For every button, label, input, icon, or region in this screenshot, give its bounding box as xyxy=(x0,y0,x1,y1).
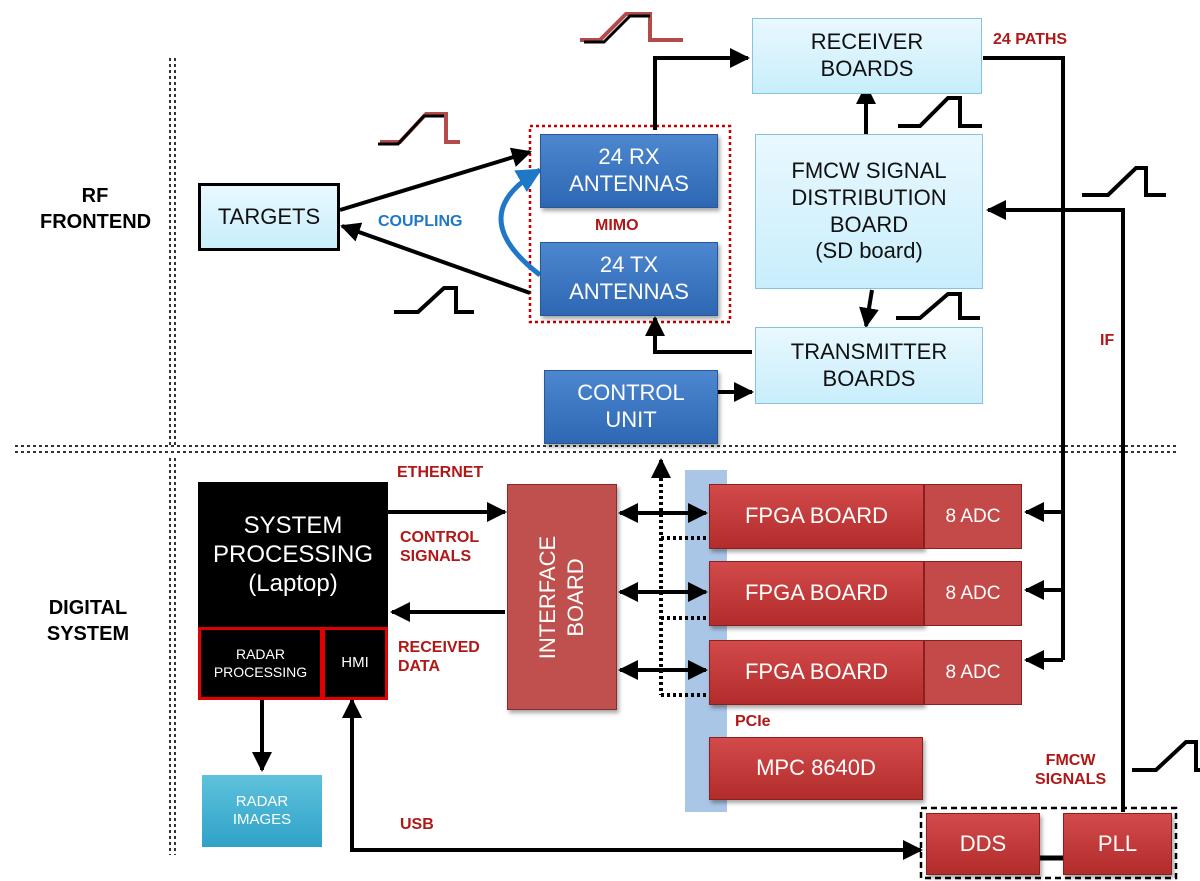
radar-processing-block: RADAR PROCESSING xyxy=(198,627,323,700)
adc-block-1: 8 ADC xyxy=(924,484,1022,549)
fpga-board-3: FPGA BOARD xyxy=(709,640,924,705)
ethernet-label: ETHERNET xyxy=(397,464,484,481)
transmitter-boards-block: TRANSMITTER BOARDS xyxy=(755,327,983,404)
paths-label: 24 PATHS xyxy=(993,31,1068,48)
tx-antennas-block: 24 TX ANTENNAS xyxy=(540,242,718,316)
rx-antennas-block: 24 RX ANTENNAS xyxy=(540,134,718,208)
if-label: IF xyxy=(1100,332,1115,349)
interface-board-block: INTERFACE BOARD xyxy=(507,484,617,710)
rf-frontend-label: RF FRONTEND xyxy=(40,185,152,233)
control-signals-label: CONTROL SIGNALS xyxy=(400,529,480,566)
dds-block: DDS xyxy=(926,813,1040,875)
control-bus xyxy=(651,458,706,697)
mimo-label: MIMO xyxy=(595,217,639,234)
usb-label: USB xyxy=(400,816,434,833)
fmcw-waveform-icons xyxy=(378,12,1200,772)
hmi-block: HMI xyxy=(322,627,388,700)
system-processing-block: SYSTEM PROCESSING (Laptop) xyxy=(198,482,388,627)
received-data-label: RECEIVED DATA xyxy=(398,639,480,676)
sd-board-block: FMCW SIGNAL DISTRIBUTION BOARD (SD board… xyxy=(755,134,983,289)
control-unit-block: CONTROL UNIT xyxy=(544,370,718,444)
mpc-8640d-block: MPC 8640D xyxy=(709,737,923,800)
radar-images-block: RADAR IMAGES xyxy=(202,775,322,847)
pcie-label: PCIe xyxy=(735,713,771,730)
targets-block: TARGETS xyxy=(198,183,340,251)
section-dividers xyxy=(15,58,1178,855)
pll-block: PLL xyxy=(1063,813,1172,875)
coupling-label: COUPLING xyxy=(378,213,463,230)
fpga-board-2: FPGA BOARD xyxy=(709,561,924,626)
coupling-arc xyxy=(498,167,543,277)
fmcw-signals-label: FMCW SIGNALS xyxy=(1035,752,1107,789)
receiver-boards-block: RECEIVER BOARDS xyxy=(752,18,982,94)
adc-block-3: 8 ADC xyxy=(924,640,1022,705)
interface-board-label: INTERFACE BOARD xyxy=(535,535,589,659)
fpga-board-1: FPGA BOARD xyxy=(709,484,924,549)
adc-block-2: 8 ADC xyxy=(924,561,1022,626)
digital-system-label: DIGITAL SYSTEM xyxy=(46,597,130,645)
